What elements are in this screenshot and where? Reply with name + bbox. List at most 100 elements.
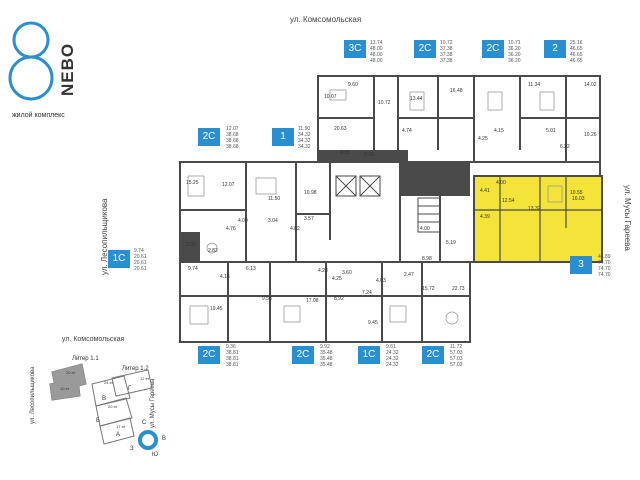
unit-badge[interactable]: 2С (292, 346, 314, 364)
room-area: 4.39 (480, 214, 490, 220)
room-area: 3.60 (342, 270, 352, 276)
room-area: 3.57 (304, 216, 314, 222)
room-area: 16.48 (450, 88, 463, 94)
logo-eight-icon (8, 21, 54, 101)
room-area: 4.00 (420, 226, 430, 232)
minimap-floors: 20 эт (108, 404, 118, 409)
room-area: 12.54 (502, 198, 515, 204)
minimap-floors: 20 эт (66, 370, 76, 375)
room-area: 4.41 (480, 188, 490, 194)
minimap-litera: Литер 1.2 (122, 366, 149, 372)
room-area: 4.82 (290, 226, 300, 232)
room-area: 4.03 (376, 278, 386, 284)
minimap-section: А (116, 432, 121, 438)
room-area: 9.74 (188, 266, 198, 272)
compass-south: Ю (152, 452, 159, 458)
room-area: 4.76 (226, 226, 236, 232)
minimap-section: Б (96, 418, 100, 424)
room-area: 4.74 (402, 128, 412, 134)
minimap-section: Г (128, 386, 132, 392)
room-area: 4.35 (340, 150, 350, 156)
room-area: 16.03 (572, 196, 585, 202)
room-area: 5.01 (546, 128, 556, 134)
unit-badge[interactable]: 2С (198, 128, 220, 146)
street-top: ул. Комсомольская (290, 15, 362, 24)
compass-icon (138, 430, 158, 450)
room-area: 4.00 (496, 180, 506, 186)
unit-badge[interactable]: 1 (272, 128, 294, 146)
room-area: 13.44 (410, 96, 423, 102)
room-area: 4.23 (318, 268, 328, 274)
unit-badge[interactable]: 2С (482, 40, 504, 58)
room-area: 4.15 (494, 128, 504, 134)
room-area: 4.25 (332, 276, 342, 282)
minimap-floors: 10 эт (60, 386, 70, 391)
room-area: 17.08 (306, 298, 319, 304)
room-area: 10.07 (324, 94, 337, 100)
room-area: 3.90 (186, 242, 196, 248)
unit-badge[interactable]: 1С (358, 346, 380, 364)
room-area: 7.24 (362, 290, 372, 296)
room-area: 10.98 (304, 190, 317, 196)
unit-badge[interactable]: 2С (422, 346, 444, 364)
unit-badge[interactable]: 2 (544, 40, 566, 58)
compass-east: В (162, 436, 167, 442)
room-area: 2.47 (404, 272, 414, 278)
room-area: 15.72 (422, 286, 435, 292)
room-area: 11.34 (528, 82, 541, 88)
room-area: 11.50 (268, 196, 281, 202)
room-area: 13.32 (528, 206, 541, 212)
room-area: 4.00 (238, 218, 248, 224)
room-area: 10.55 (570, 190, 583, 196)
room-area: 10.26 (584, 132, 597, 138)
room-area: 4.15 (220, 274, 230, 280)
room-area: 10.72 (378, 100, 391, 106)
logo-subtitle: жилой комплекс (12, 112, 65, 119)
room-area: 8.92 (334, 296, 344, 302)
minimap-litera: Литер 1.1 (72, 356, 99, 362)
room-area: 6.22 (560, 144, 570, 150)
minimap-section: В (102, 396, 107, 402)
compass-west: З (130, 446, 134, 452)
room-area: 14.02 (584, 82, 597, 88)
compass-north: С (142, 420, 147, 426)
unit-badge[interactable]: 2С (414, 40, 436, 58)
unit-badge[interactable]: 1С (108, 250, 130, 268)
unit-badge[interactable]: 2С (198, 346, 220, 364)
minimap-street-top: ул. Комсомольская (62, 336, 125, 343)
room-area: 9.60 (348, 82, 358, 88)
room-area: 4.25 (478, 136, 488, 142)
room-area: 19.45 (210, 306, 223, 312)
room-area: 8.98 (422, 256, 432, 262)
room-area: 20.63 (334, 126, 347, 132)
room-area: 3.04 (268, 218, 278, 224)
room-area: 2.82 (208, 248, 218, 254)
room-area: 5.19 (446, 240, 456, 246)
room-area: 3.28 (364, 152, 374, 158)
minimap-floors: 24 эт (104, 380, 114, 385)
room-area: 15.25 (186, 180, 199, 186)
room-area: 12.07 (222, 182, 235, 188)
minimap-floors: 17 эт (116, 424, 126, 429)
minimap-floors: 12 эт (140, 376, 150, 381)
room-area: 22.73 (452, 286, 465, 292)
room-area: 9.45 (368, 320, 378, 326)
room-area: 6.13 (246, 266, 256, 272)
unit-badge[interactable]: 3 (570, 256, 592, 274)
unit-badge[interactable]: 3С (344, 40, 366, 58)
room-area: 9.58 (262, 296, 272, 302)
